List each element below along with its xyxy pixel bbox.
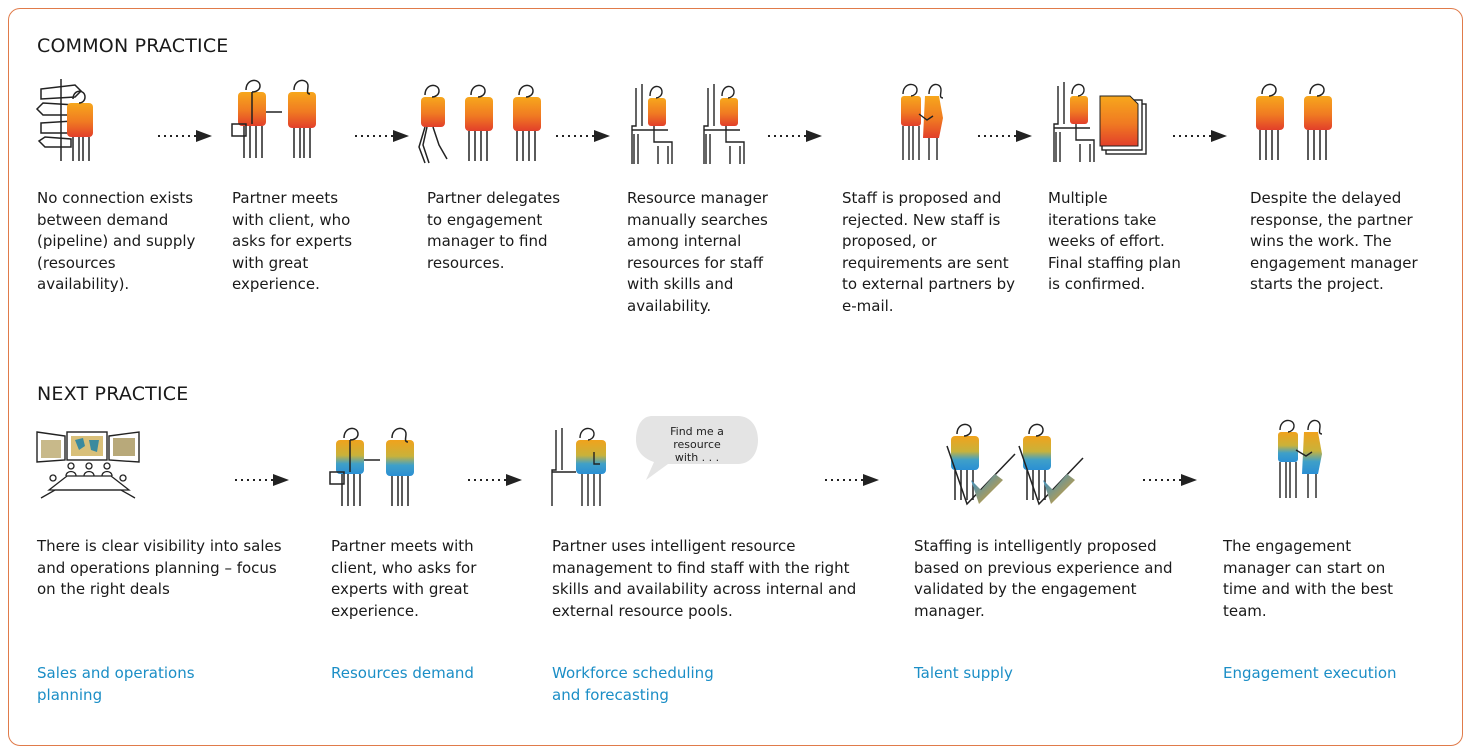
flow-arrow-icon [556,130,610,142]
common-step-1-text: No connection exists between demand (pip… [37,189,196,293]
workforce-scheduling-link[interactable]: Workforce scheduling and forecasting [552,664,714,704]
desk-workers-icon [631,84,745,164]
diagram-frame [8,8,1463,746]
people-checkmarks-icon [946,423,1084,506]
common-step-5-text: Staff is proposed and rejected. New staf… [842,189,1015,315]
flow-arrow-icon [825,474,879,486]
common-step-7-text: Despite the delayed response, the partne… [1250,189,1418,293]
resources-demand-link[interactable]: Resources demand [331,664,474,682]
flow-arrow-icon [978,130,1032,142]
meeting-room-icon [36,431,140,499]
next-step-5-text: The engagement manager can start on time… [1223,537,1394,620]
flow-arrow-icon [768,130,822,142]
speech-bubble-line-1: Find me a [670,425,724,438]
partner-client-meeting-icon [231,79,316,158]
next-step-2-text: Partner meets with client, who asks for … [331,537,477,620]
partner-client-meeting-icon [329,427,414,506]
common-step-6-text: Multiple iterations take weeks of effort… [1048,189,1181,293]
flow-arrow-icon [235,474,289,486]
delegation-people-icon [418,84,541,164]
next-practice-title: NEXT PRACTICE [37,383,189,405]
two-people-icon [1256,83,1332,160]
flow-arrow-icon [355,130,409,142]
flow-arrow-icon [1143,474,1197,486]
next-step-1-text: There is clear visibility into sales and… [37,537,282,598]
handshake-icon [901,83,944,160]
engagement-execution-link[interactable]: Engagement execution [1223,664,1397,682]
desk-documents-icon [1053,82,1147,162]
speech-bubble-line-2: resource [673,438,721,451]
signpost-person-icon [35,79,93,161]
common-practice-title: COMMON PRACTICE [37,35,229,57]
talent-supply-link[interactable]: Talent supply [914,664,1013,682]
common-step-3-text: Partner delegates to engagement manager … [427,189,561,272]
speech-bubble-line-3: with . . . [675,451,719,464]
common-step-4-text: Resource manager manually searches among… [627,189,768,315]
flow-arrow-icon [468,474,522,486]
desk-worker-speech-icon [551,427,606,506]
sales-operations-planning-link[interactable]: Sales and operations planning [37,664,195,704]
handshake-icon [1278,419,1323,498]
common-step-2-text: Partner meets with client, who asks for … [232,189,353,293]
speech-bubble: Find me a resource with . . . [636,416,758,480]
flow-arrow-icon [158,130,212,142]
next-step-4-text: Staffing is intelligently proposed based… [914,537,1173,620]
next-step-3-text: Partner uses intelligent resource manage… [552,537,857,620]
flow-arrow-icon [1173,130,1227,142]
